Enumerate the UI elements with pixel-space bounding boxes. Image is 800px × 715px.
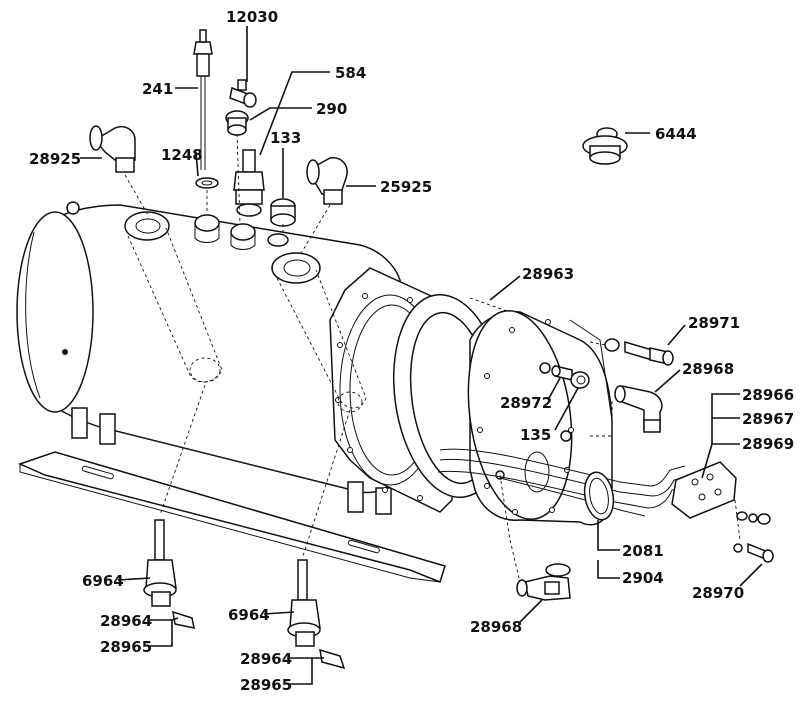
plug-133 bbox=[270, 198, 296, 227]
callout-28965-right: 28965 bbox=[240, 676, 292, 694]
callout-241: 241 bbox=[142, 80, 173, 98]
callout-1248: 1248 bbox=[161, 146, 203, 164]
callout-28925: 28925 bbox=[29, 150, 81, 168]
callout-2904: 2904 bbox=[622, 569, 664, 587]
callout-28964-right: 28964 bbox=[240, 650, 292, 668]
callout-28968-lower: 28968 bbox=[470, 618, 522, 636]
elbow-fitting-lower bbox=[516, 563, 571, 601]
callout-28968-upper: 28968 bbox=[682, 360, 734, 378]
elbow-fitting-upper bbox=[614, 385, 663, 433]
fitting-28972 bbox=[551, 365, 573, 381]
callout-28964-left: 28964 bbox=[100, 612, 152, 630]
heating-element bbox=[437, 448, 737, 521]
callout-6964-left: 6964 bbox=[82, 572, 124, 590]
callout-28970: 28970 bbox=[692, 584, 744, 602]
callout-28971: 28971 bbox=[688, 314, 740, 332]
mounting-bracket bbox=[17, 451, 446, 583]
terminal-nuts bbox=[736, 511, 771, 525]
callout-28967: 28967 bbox=[742, 410, 794, 428]
callout-6444: 6444 bbox=[655, 125, 697, 143]
callout-290: 290 bbox=[316, 100, 347, 118]
callout-28966: 28966 bbox=[742, 386, 794, 404]
leader-lines bbox=[80, 26, 763, 685]
callout-133: 133 bbox=[270, 129, 301, 147]
internal-hidden-tubes bbox=[127, 227, 367, 413]
callout-25925: 25925 bbox=[380, 178, 432, 196]
callout-584: 584 bbox=[335, 64, 366, 82]
probe-6964-left bbox=[143, 519, 195, 629]
washer-1248 bbox=[195, 177, 219, 189]
callout-28963: 28963 bbox=[522, 265, 574, 283]
probe-241 bbox=[193, 29, 213, 170]
callout-2081: 2081 bbox=[622, 542, 664, 560]
boiler-top-ports bbox=[124, 211, 321, 284]
callout-labels: 12030 584 241 290 6444 133 28925 1248 25… bbox=[29, 8, 794, 694]
callout-28965-left: 28965 bbox=[100, 638, 152, 656]
fitting-12030 bbox=[229, 79, 257, 108]
callout-28972: 28972 bbox=[500, 394, 552, 412]
elbow-25925 bbox=[306, 157, 348, 205]
elbow-28925 bbox=[89, 125, 136, 173]
bolt-28970 bbox=[733, 542, 774, 563]
callout-6964-right: 6964 bbox=[228, 606, 270, 624]
plug-135 bbox=[570, 371, 590, 389]
plug-6444 bbox=[582, 127, 628, 165]
probe-6964-right bbox=[287, 559, 346, 670]
bolt-28971 bbox=[604, 338, 674, 366]
plug-290 bbox=[225, 110, 249, 136]
pressure-valve-584 bbox=[233, 149, 265, 217]
callout-12030: 12030 bbox=[226, 8, 278, 26]
callout-135: 135 bbox=[520, 426, 551, 444]
assembly-guides bbox=[124, 133, 741, 583]
callout-28969: 28969 bbox=[742, 435, 794, 453]
